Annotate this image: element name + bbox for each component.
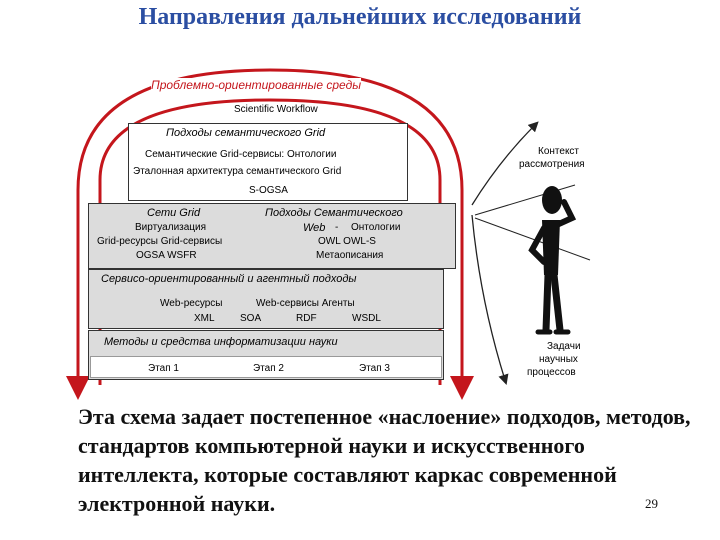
grid-networks-box (88, 203, 456, 269)
owl-label: OWL OWL-S (318, 236, 376, 247)
rdf-label: RDF (296, 313, 317, 324)
reference-architecture: Эталонная архитектура семантического Gri… (133, 166, 342, 177)
thinking-figure-icon (528, 186, 577, 335)
context-label-2: рассмотрения (519, 159, 585, 170)
stage-1-label: Этап 1 (148, 363, 179, 374)
semantic-approaches-label: Подходы Семантического (265, 207, 403, 219)
page-number: 29 (645, 496, 658, 511)
arch-arrows (66, 68, 591, 400)
tasks-label-3: процессов (527, 367, 576, 378)
inner-arch (98, 98, 442, 385)
page-title: Направления дальнейших исследований (138, 4, 582, 30)
tasks-label-1: Задачи (547, 341, 581, 352)
semantic-grid-services: Семантические Grid-сервисы: Онтологии (145, 149, 337, 160)
context-arrow (471, 121, 539, 206)
caption-text: Эта схема задает постепенное «наслоение»… (78, 404, 691, 516)
sogsa-label: S-OGSA (249, 185, 288, 196)
stage-2-label: Этап 2 (253, 363, 284, 374)
grid-networks-label: Сети Grid (147, 207, 201, 219)
sci-workflow-label: Scientific Workflow (234, 104, 318, 115)
service-agent-box (88, 269, 444, 329)
context-label-1: Контекст (538, 146, 580, 157)
web-services-agents-label: Web-сервисы Агенты (256, 298, 355, 309)
metadescriptions-label: Метаописания (316, 250, 384, 261)
service-agent-label: Сервисо-ориентированный и агентный подхо… (101, 273, 357, 285)
virtualization-label: Виртуализация (135, 222, 207, 233)
soa-label: SOA (240, 313, 262, 324)
tasks-label-2: научных (539, 354, 578, 365)
wsdl-label: WSDL (352, 313, 381, 324)
semantic-grid-box (128, 123, 408, 201)
layers-diagram: Проблемно-ориентированные среды Scientif… (66, 68, 591, 400)
web-label: Web (303, 222, 326, 234)
semantic-grid-approaches: Подходы семантического Grid (166, 127, 326, 139)
figure-line-bottom (474, 217, 591, 261)
problem-envs-label: Проблемно-ориентированные среды (151, 78, 362, 92)
ogsa-label: OGSA WSFR (136, 250, 197, 261)
xml-label: XML (194, 313, 215, 324)
outer-arch (76, 68, 464, 385)
stage-3-label: Этап 3 (359, 363, 390, 374)
ontologies-label: Онтологии (351, 222, 401, 233)
stage-row (90, 356, 442, 378)
web-resources-label: Web-ресурсы (160, 298, 223, 309)
methods-label: Методы и средства информатизации науки (104, 336, 338, 348)
tasks-arrow (471, 214, 509, 385)
grid-resources-label: Grid-ресурсы Grid-сервисы (97, 236, 223, 247)
web-dash: - (335, 222, 339, 233)
